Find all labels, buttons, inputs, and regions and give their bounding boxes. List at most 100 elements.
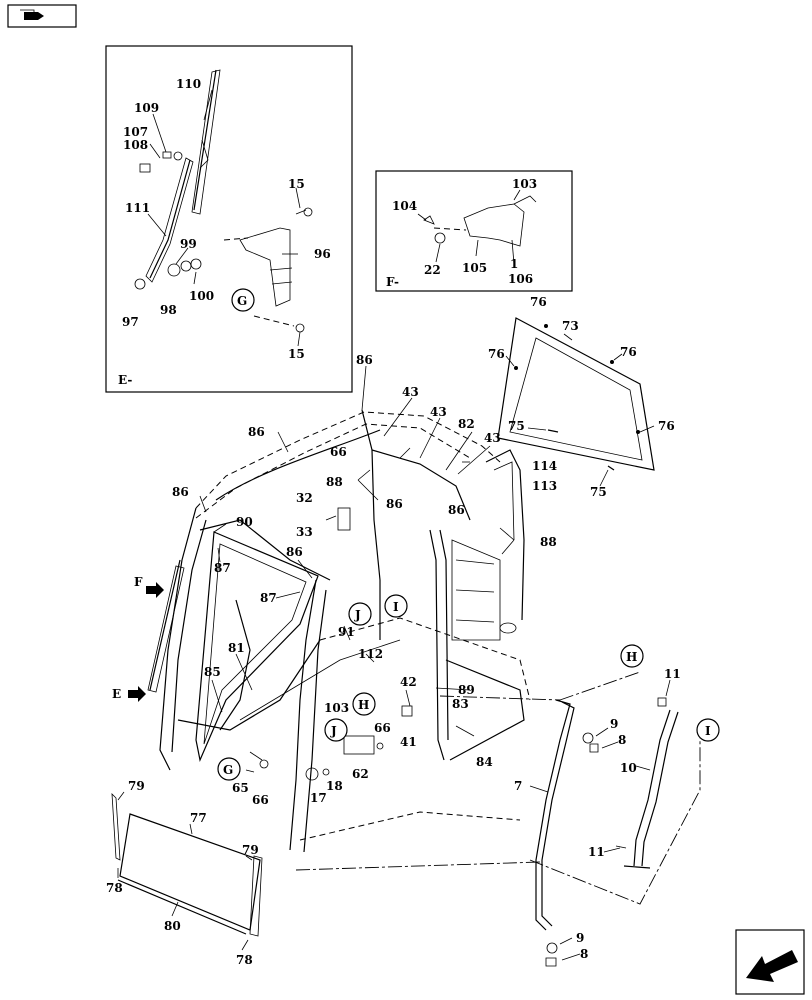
- part-32: 32: [296, 491, 313, 505]
- part-86-left: 86: [172, 485, 189, 499]
- part-79-right: 79: [242, 843, 259, 857]
- callout-j-lower-label: J: [330, 724, 337, 738]
- front-lower-glass: 79 77 79 78 80 78: [106, 779, 263, 967]
- part-89: 89: [458, 683, 475, 697]
- callout-g-label: G: [237, 294, 247, 308]
- part-66-roof: 66: [330, 445, 347, 459]
- part-76-left: 76: [488, 347, 505, 361]
- cab-frame: J I H J G F E 86 43 43: [112, 353, 557, 871]
- part-43-c: 43: [484, 431, 501, 445]
- part-90: 90: [236, 515, 253, 529]
- callout-i-cab: [384, 594, 408, 618]
- part-108: 108: [123, 138, 148, 152]
- part-80: 80: [164, 919, 181, 933]
- part-43-b: 43: [430, 405, 447, 419]
- callout-h-cab: [352, 692, 376, 716]
- part-76-top: 76: [530, 295, 547, 309]
- part-103-detail-f: 103: [512, 177, 537, 191]
- part-66-floor: 66: [374, 721, 391, 735]
- handrails: H I 7 9 8 11 10 11 9 8: [439, 644, 720, 967]
- next-page-arrow-icon[interactable]: [735, 929, 805, 995]
- part-111: 111: [125, 201, 150, 215]
- part-83: 83: [452, 697, 469, 711]
- detail-e-box: E- G 110: [105, 45, 353, 393]
- part-105: 105: [462, 261, 487, 275]
- part-41: 41: [400, 735, 417, 749]
- callout-i-rail-label: I: [705, 724, 711, 738]
- part-85: 85: [204, 665, 221, 679]
- callout-g-detail-e: [231, 288, 255, 312]
- part-99: 99: [180, 237, 197, 251]
- detail-f-tag: F-: [386, 275, 399, 289]
- part-98: 98: [160, 303, 177, 317]
- callout-g-cab: [217, 757, 241, 781]
- part-112: 112: [358, 647, 383, 661]
- rear-window-glass: 76 73 76 76 76 75 75: [488, 295, 675, 499]
- part-87-lower: 87: [260, 591, 277, 605]
- part-76-corner: 76: [658, 419, 675, 433]
- callout-h-cab-label: H: [358, 698, 369, 712]
- part-78-right: 78: [236, 953, 253, 967]
- part-43-a: 43: [402, 385, 419, 399]
- part-100: 100: [189, 289, 214, 303]
- part-107: 107: [123, 125, 148, 139]
- part-86-right: 86: [448, 503, 465, 517]
- part-76-right: 76: [620, 345, 637, 359]
- part-9-lower: 9: [576, 931, 584, 945]
- view-f-arrow-label: F: [134, 575, 143, 589]
- part-88-roof: 88: [326, 475, 343, 489]
- part-1: 1: [510, 257, 518, 271]
- part-75-upper: 75: [508, 419, 525, 433]
- part-62: 62: [352, 767, 369, 781]
- part-33: 33: [296, 525, 313, 539]
- part-86-roof: 86: [248, 425, 265, 439]
- part-113: 113: [532, 479, 557, 493]
- part-77: 77: [190, 811, 207, 825]
- part-75-lower: 75: [590, 485, 607, 499]
- part-79-left: 79: [128, 779, 145, 793]
- part-11-lower: 11: [588, 845, 605, 859]
- part-109: 109: [134, 101, 159, 115]
- callout-j-upper: [348, 602, 372, 626]
- callout-i-cab-label: I: [393, 600, 399, 614]
- part-78-left: 78: [106, 881, 123, 895]
- part-15-top: 15: [288, 177, 305, 191]
- part-65: 65: [232, 781, 249, 795]
- callout-j-upper-label: J: [354, 608, 361, 622]
- book-nav-icon[interactable]: [7, 4, 77, 28]
- part-86-mid: 86: [386, 497, 403, 511]
- part-114: 114: [532, 459, 557, 473]
- part-82: 82: [458, 417, 475, 431]
- part-86-top: 86: [356, 353, 373, 367]
- part-11-upper: 11: [664, 667, 681, 681]
- part-17: 17: [310, 791, 327, 805]
- part-15-bottom: 15: [288, 347, 305, 361]
- part-10: 10: [620, 761, 637, 775]
- callout-j-lower: [324, 718, 348, 742]
- part-81: 81: [228, 641, 245, 655]
- part-110: 110: [176, 77, 201, 91]
- part-104: 104: [392, 199, 417, 213]
- part-9-upper: 9: [610, 717, 618, 731]
- part-66-lower: 66: [252, 793, 269, 807]
- callout-g-cab-label: G: [223, 763, 233, 777]
- part-73: 73: [562, 319, 579, 333]
- part-42: 42: [400, 675, 417, 689]
- part-91: 91: [338, 625, 355, 639]
- part-8-lower: 8: [580, 947, 588, 961]
- part-97: 97: [122, 315, 139, 329]
- part-88-right: 88: [540, 535, 557, 549]
- callout-i-rail: [696, 718, 720, 742]
- callout-h-rail-label: H: [626, 650, 637, 664]
- part-106: 106: [508, 272, 533, 286]
- view-e-arrow-label: E: [112, 687, 121, 701]
- part-96: 96: [314, 247, 331, 261]
- part-86-pillar: 86: [286, 545, 303, 559]
- part-7: 7: [514, 779, 522, 793]
- part-84: 84: [476, 755, 493, 769]
- part-22: 22: [424, 263, 441, 277]
- detail-f-box: F- 104 103 22 105 1 106: [375, 170, 573, 292]
- part-103-cab: 103: [324, 701, 349, 715]
- callout-h-rail: [620, 644, 644, 668]
